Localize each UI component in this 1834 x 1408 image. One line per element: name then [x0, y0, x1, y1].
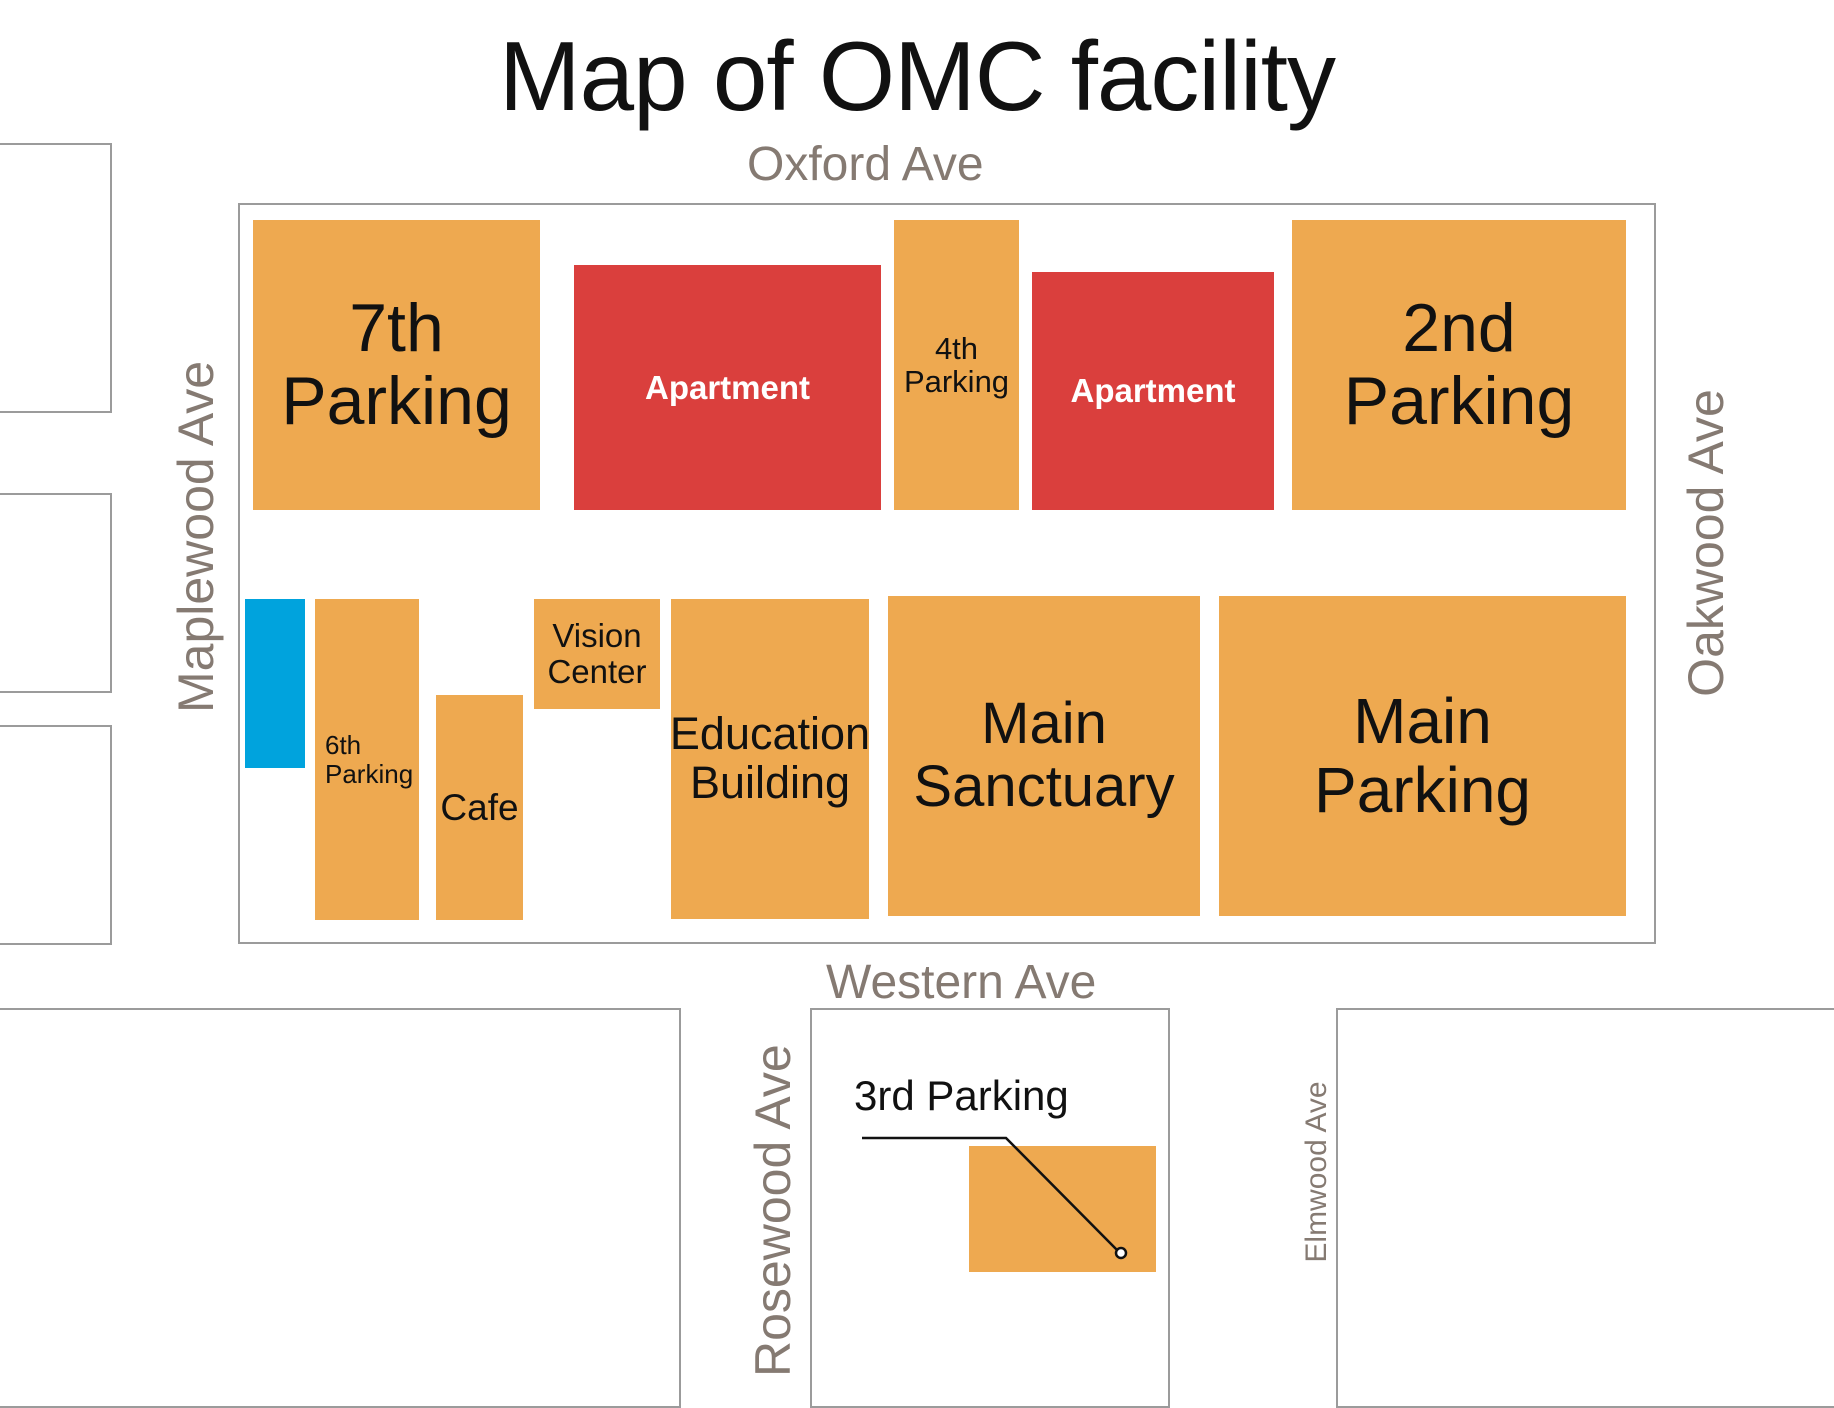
city-block: [0, 493, 112, 693]
parking-6th[interactable]: 6th Parking: [315, 599, 419, 920]
main-sanctuary[interactable]: Main Sanctuary: [888, 596, 1200, 916]
cafe[interactable]: Cafe: [436, 695, 523, 920]
parking-2nd-label: 2nd Parking: [1343, 289, 1575, 439]
parking-6th-label: 6th Parking: [325, 730, 414, 789]
education-building[interactable]: Education Building: [669, 599, 871, 919]
city-block: [1336, 1008, 1834, 1408]
blue-marker-block[interactable]: [245, 599, 305, 768]
parking-4th-label: 4th Parking: [903, 330, 1010, 399]
parking-4th[interactable]: 4th Parking: [894, 220, 1019, 510]
vision-center-label: Vision Center: [547, 617, 647, 690]
apartment-label: Apartment: [644, 368, 811, 406]
main-parking[interactable]: Main Parking: [1219, 596, 1626, 916]
cafe-label: Cafe: [440, 786, 519, 828]
parking-7th[interactable]: 7th Parking: [253, 220, 540, 510]
apartment-building-west[interactable]: Apartment: [574, 265, 881, 510]
street-label-oxford: Oxford Ave: [747, 138, 984, 191]
main-parking-label: Main Parking: [1314, 684, 1531, 826]
vision-center[interactable]: Vision Center: [534, 599, 660, 709]
map-title: Map of OMC facility: [499, 21, 1336, 131]
apartment-building-east[interactable]: Apartment: [1032, 272, 1274, 510]
education-building-label: Education Building: [669, 708, 871, 808]
city-block: [0, 143, 112, 413]
apartment-label: Apartment: [1070, 372, 1236, 410]
parking-3rd-label: 3rd Parking: [854, 1072, 1069, 1119]
street-label-western: Western Ave: [826, 956, 1097, 1009]
city-block: [0, 725, 112, 945]
main-sanctuary-label: Main Sanctuary: [913, 691, 1175, 819]
parking-2nd[interactable]: 2nd Parking: [1292, 220, 1626, 510]
parking-7th-label: 7th Parking: [281, 289, 512, 439]
city-block: [0, 1008, 681, 1408]
